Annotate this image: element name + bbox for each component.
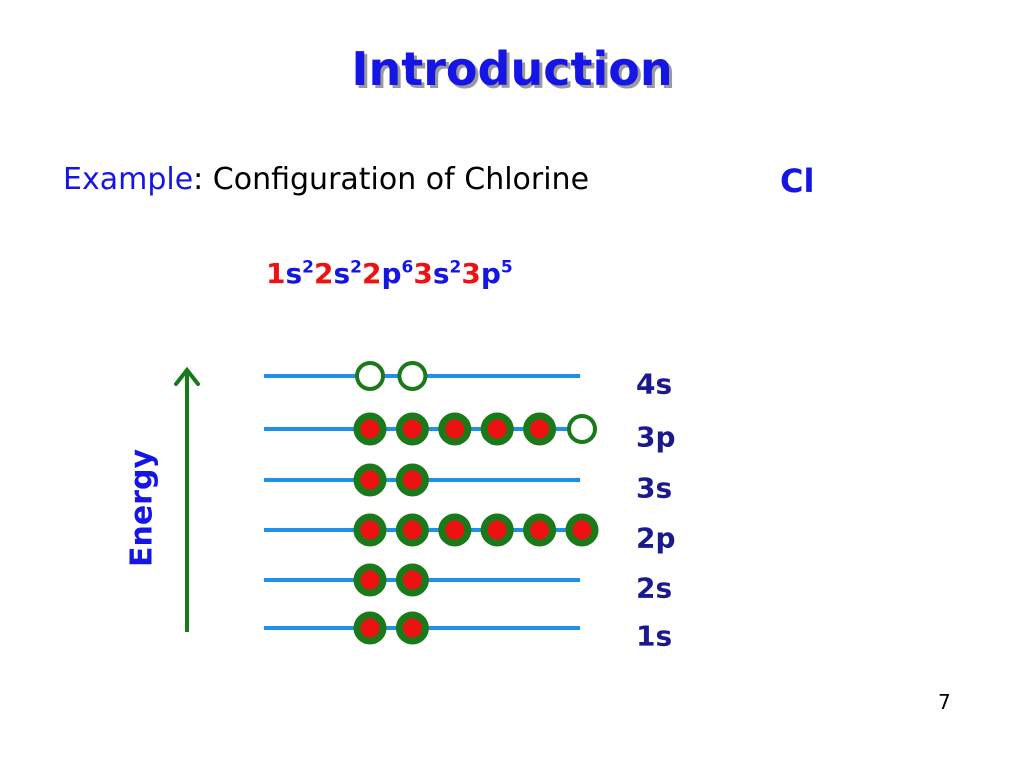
energy-levels <box>264 361 599 645</box>
config-electron-count: 2 <box>302 257 314 278</box>
level-label-4s: 4s <box>636 367 673 401</box>
config-shell-number: 2 <box>314 257 334 290</box>
electron-filled <box>480 513 514 547</box>
level-label-2s: 2s <box>636 571 673 605</box>
level-label-3s: 3s <box>636 471 673 505</box>
level-label-3p: 3p <box>636 420 676 454</box>
page-number: 7 <box>938 690 951 714</box>
level-label-2p: 2p <box>636 521 676 555</box>
electron-filled <box>565 513 599 547</box>
config-shell-number: 3 <box>461 257 481 290</box>
electron-filled <box>395 463 429 497</box>
example-line: Example: Configuration of Chlorine <box>63 162 589 197</box>
electron-filled <box>523 412 557 446</box>
electron-filled <box>395 513 429 547</box>
element-symbol: Cl <box>780 162 815 200</box>
config-orbital-letter: s <box>285 257 303 290</box>
electron-filled <box>353 513 387 547</box>
electron-empty <box>355 361 385 391</box>
config-orbital-letter: p <box>381 257 402 290</box>
electron-filled <box>353 463 387 497</box>
energy-axis-arrow <box>174 366 200 632</box>
electron-filled <box>353 611 387 645</box>
config-orbital-letter: s <box>333 257 351 290</box>
electron-filled <box>438 412 472 446</box>
electron-filled <box>395 412 429 446</box>
electron-filled <box>523 513 557 547</box>
config-electron-count: 2 <box>350 257 362 278</box>
config-shell-number: 2 <box>362 257 382 290</box>
config-shell-number: 3 <box>413 257 433 290</box>
electron-empty <box>397 361 428 391</box>
example-label: Example <box>63 162 194 197</box>
electron-filled <box>353 563 387 597</box>
config-electron-count: 6 <box>401 257 414 278</box>
electron-filled <box>395 611 429 645</box>
example-separator: : <box>193 162 204 197</box>
level-label-1s: 1s <box>636 619 673 653</box>
energy-axis-arrowhead <box>174 366 200 386</box>
electron-filled <box>438 513 472 547</box>
electron-empty <box>567 414 597 444</box>
slide-title: Introduction <box>351 42 673 96</box>
electron-filled <box>353 412 387 446</box>
config-orbital-letter: s <box>432 257 450 290</box>
config-orbital-letter: p <box>480 257 501 290</box>
electron-configuration: 1s22s22p63s23p5 <box>266 257 513 290</box>
electron-filled <box>395 563 429 597</box>
config-electron-count: 2 <box>449 257 462 278</box>
config-shell-number: 1 <box>266 257 286 290</box>
config-electron-count: 5 <box>500 257 513 278</box>
electron-filled <box>480 412 514 446</box>
example-text: Configuration of Chlorine <box>203 162 590 197</box>
